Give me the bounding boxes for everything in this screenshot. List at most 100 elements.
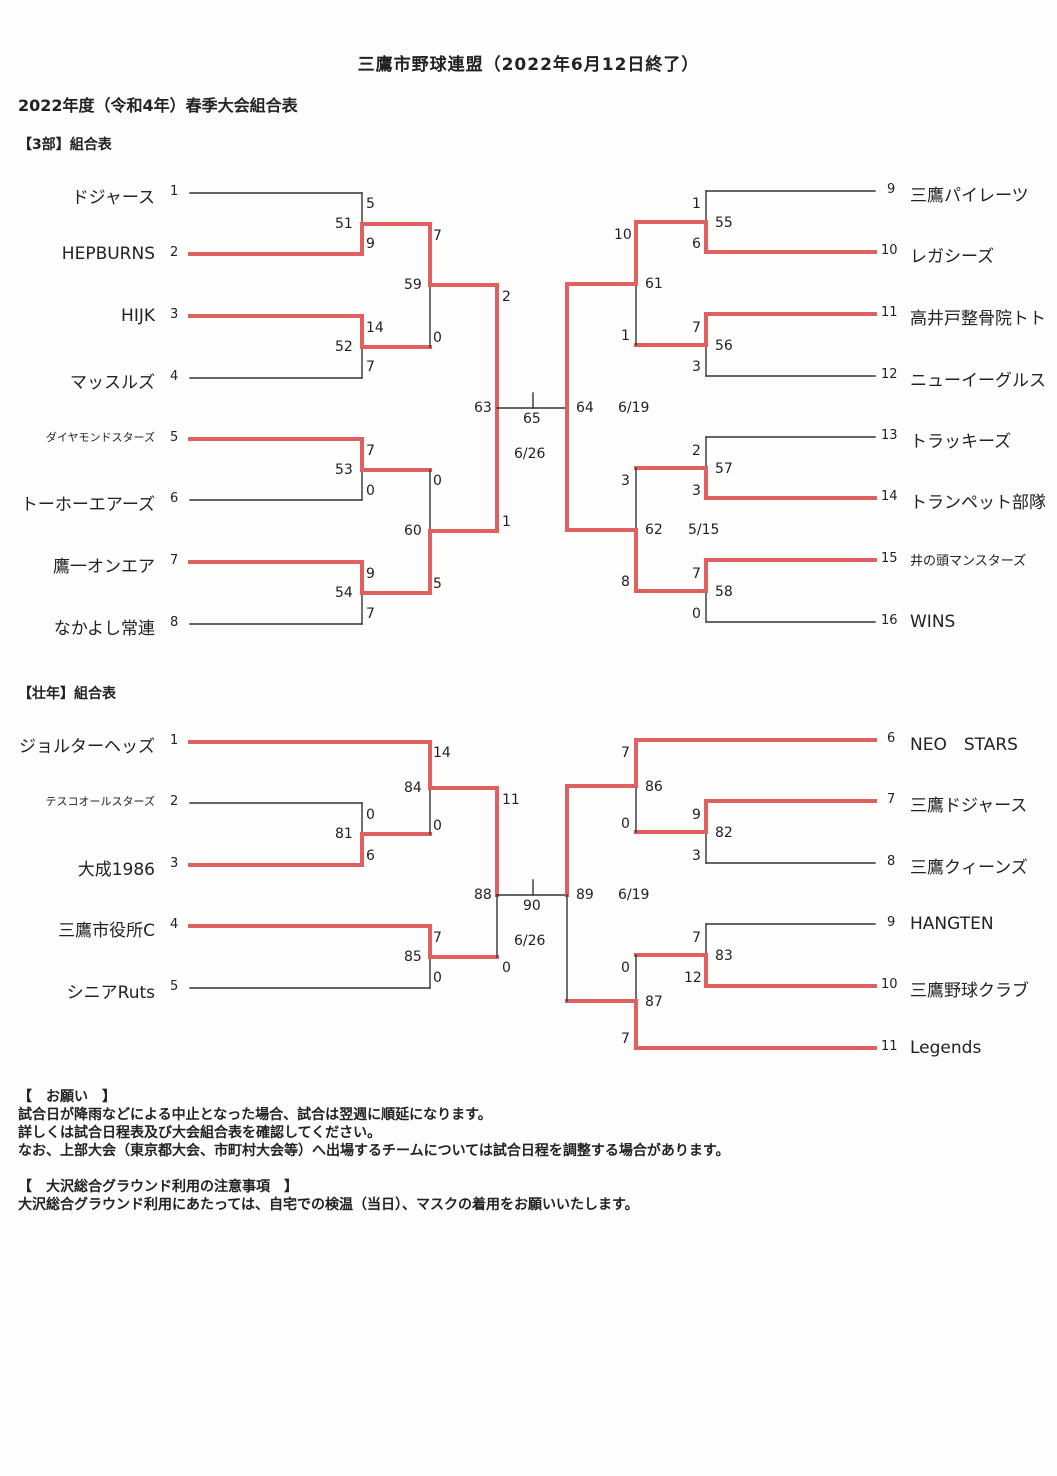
team-name-right: ニューイーグルス (910, 371, 1046, 391)
team-seed: 15 (881, 551, 898, 566)
team-seed: 9 (887, 915, 896, 930)
score: 1 (502, 514, 511, 530)
score: 1 (621, 328, 630, 344)
score: 7 (366, 606, 375, 622)
team-name-left: ダイヤモンドスターズ (45, 431, 155, 444)
team-seed: 5 (170, 430, 179, 445)
team-name-left: 鷹一オンエア (53, 557, 155, 577)
score: 0 (621, 960, 630, 976)
team-name-right: 三鷹ドジャース (910, 796, 1028, 816)
team-name-left: 大成1986 (77, 860, 155, 880)
team-name-right: レガシーズ (910, 247, 995, 267)
request-line: 詳しくは試合日程表及び大会組合表を確認してください。 (18, 1125, 382, 1141)
match-number: 88 (474, 887, 492, 903)
score: 11 (502, 792, 520, 808)
score: 0 (433, 330, 442, 346)
score: 0 (692, 606, 701, 622)
team-seed: 11 (881, 305, 898, 320)
final-match-number: 65 (523, 411, 541, 427)
score: 7 (433, 930, 442, 946)
section-heading-division3: 【3部】組合表 (18, 137, 112, 153)
match-number: 85 (404, 949, 422, 965)
match-number: 54 (335, 585, 353, 601)
team-name-left: ドジャース (71, 188, 155, 208)
score: 7 (692, 320, 701, 336)
score: 0 (366, 483, 375, 499)
page-subtitle: 2022年度（令和4年）春季大会組合表 (18, 96, 298, 115)
team-name-left: トーホーエアーズ (20, 495, 155, 515)
score: 0 (433, 818, 442, 834)
team-seed: 13 (881, 428, 898, 443)
team-name-right: NEO STARS (910, 735, 1018, 755)
team-seed: 8 (170, 615, 179, 630)
match-number: 82 (715, 825, 733, 841)
score: 3 (621, 473, 630, 489)
score: 7 (692, 930, 701, 946)
request-heading: 【 お願い 】 (18, 1089, 116, 1105)
team-name-right: HANGTEN (910, 914, 994, 934)
section-heading-veteran: 【壮年】組合表 (18, 686, 116, 702)
score: 5 (433, 576, 442, 592)
score: 2 (692, 443, 701, 459)
team-seed: 5 (170, 979, 179, 994)
score: 7 (621, 745, 630, 761)
match-number: 51 (335, 216, 353, 232)
team-seed: 11 (881, 1039, 898, 1054)
team-name-right: トランペット部隊 (910, 493, 1046, 513)
team-seed: 10 (881, 977, 898, 992)
team-seed: 4 (170, 917, 179, 932)
score: 0 (621, 816, 630, 832)
score: 0 (433, 970, 442, 986)
team-name-left: 三鷹市役所C (58, 921, 155, 941)
score: 7 (621, 1031, 630, 1047)
match-number: 60 (404, 523, 422, 539)
team-seed: 1 (170, 733, 179, 748)
score: 6 (692, 236, 701, 252)
team-name-left: テスコオールスターズ (45, 795, 155, 808)
score: 7 (433, 228, 442, 244)
page-title: 三鷹市野球連盟（2022年6月12日終了） (357, 55, 700, 75)
score: 3 (692, 483, 701, 499)
match-number: 86 (645, 779, 663, 795)
match-number: 56 (715, 338, 733, 354)
score: 1 (692, 196, 701, 212)
match-number: 57 (715, 461, 733, 477)
team-name-left: HIJK (121, 306, 155, 326)
score: 6 (366, 848, 375, 864)
team-seed: 1 (170, 184, 179, 199)
match-number: 81 (335, 826, 353, 842)
score: 9 (366, 566, 375, 582)
score: 7 (366, 359, 375, 375)
score: 9 (692, 807, 701, 823)
match-number: 55 (715, 215, 733, 231)
team-name-left: HEPBURNS (61, 244, 155, 264)
team-seed: 8 (887, 854, 896, 869)
team-seed: 7 (887, 792, 896, 807)
match-number: 61 (645, 276, 663, 292)
score: 9 (366, 236, 375, 252)
team-name-right: 三鷹野球クラブ (910, 981, 1029, 1001)
team-name-right: 三鷹パイレーツ (910, 186, 1029, 206)
match-number: 52 (335, 339, 353, 355)
score: 0 (502, 960, 511, 976)
score: 0 (433, 473, 442, 489)
request-line: 試合日が降雨などによる中止となった場合、試合は翌週に順延になります。 (18, 1107, 492, 1123)
team-seed: 6 (170, 491, 179, 506)
score: 0 (366, 807, 375, 823)
score: 5 (366, 196, 375, 212)
team-seed: 12 (881, 367, 898, 382)
team-seed: 9 (887, 182, 896, 197)
team-name-left: ジョルターヘッズ (19, 737, 155, 757)
score: 3 (692, 359, 701, 375)
match-number: 53 (335, 462, 353, 478)
match-number: 83 (715, 948, 733, 964)
team-name-right: Legends (910, 1038, 982, 1058)
score: 14 (433, 745, 451, 761)
team-name-right: WINS (910, 612, 956, 632)
team-seed: 7 (170, 553, 179, 568)
team-seed: 14 (881, 489, 898, 504)
match-number: 84 (404, 780, 422, 796)
score: 12 (684, 970, 702, 986)
ground-line: 大沢総合グラウンド利用にあたっては、自宅での検温（当日）、マスクの着用をお願いい… (18, 1197, 639, 1213)
